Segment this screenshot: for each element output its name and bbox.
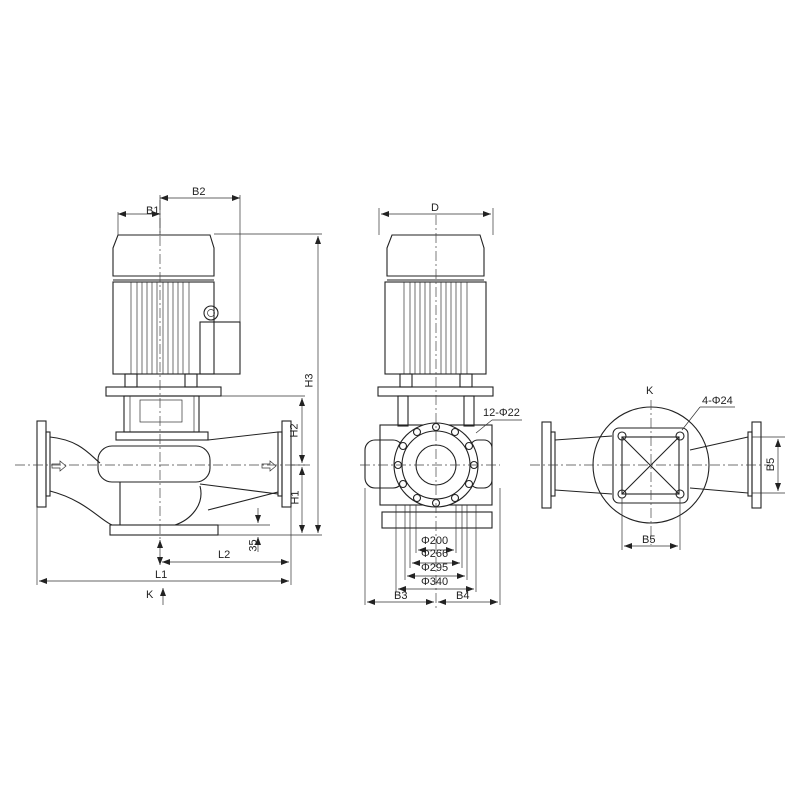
dimension-label-b5-vertical: B5 (765, 457, 778, 472)
dimension-label-b4: B4 (456, 590, 470, 602)
dimension-label-l2: L2 (218, 549, 231, 561)
dimension-label-b5-horizontal: B5 (642, 534, 656, 546)
dimension-label-35: 35 (247, 539, 260, 552)
dimension-label-l1: L1 (155, 569, 168, 581)
dimension-label-h1: H1 (289, 490, 302, 505)
dimension-label-b2: B2 (192, 186, 206, 198)
bolt-holes-label: 12-Φ22 (483, 407, 520, 419)
dimension-label-phi200: Φ200 (421, 535, 449, 547)
side-view (15, 195, 322, 605)
dimension-label-b3: B3 (394, 590, 408, 602)
dimension-label-b1: B1 (146, 205, 160, 217)
dimension-label-phi266: Φ266 (421, 548, 449, 560)
base-holes-label: 4-Φ24 (702, 395, 733, 407)
dimension-label-d: D (431, 202, 439, 214)
dimension-label-phi340: Φ340 (421, 576, 449, 588)
dimension-label-h3: H3 (303, 373, 316, 388)
dimension-label-phi295: Φ295 (421, 562, 449, 574)
front-view (360, 208, 522, 610)
view-direction-label-k: K (146, 589, 154, 601)
top-view (530, 400, 785, 550)
top-view-label-k: K (646, 385, 654, 397)
dimension-label-h2: H2 (288, 423, 301, 438)
